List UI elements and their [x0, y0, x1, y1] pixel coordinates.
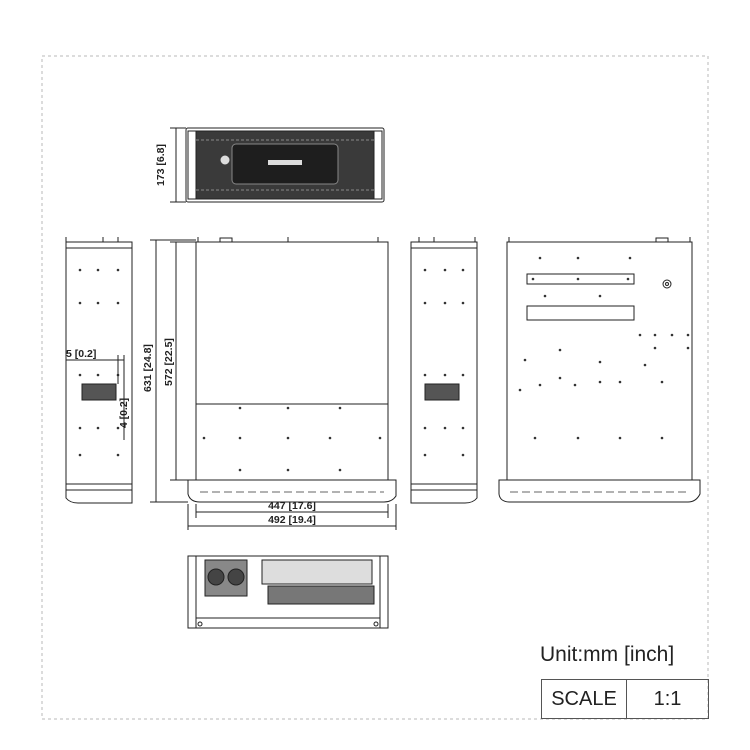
overall-depth-label: 631 [24.8] — [142, 344, 154, 392]
body-width-label: 447 [17.6] — [268, 500, 316, 512]
scale-box: SCALE 1:1 — [541, 679, 709, 719]
side-offset-label: 5 [0.2] — [66, 348, 96, 360]
rear-view — [187, 555, 389, 629]
unit-label: Unit:mm [inch] — [540, 643, 675, 666]
front-height-label: 173 [6.8] — [155, 144, 167, 186]
side-offset-dimension — [66, 355, 125, 440]
bottom-view — [498, 237, 701, 503]
front-view — [185, 127, 385, 203]
depth-dimensions — [150, 239, 196, 503]
bottom-view-points — [518, 256, 690, 440]
overall-width-label: 492 [19.4] — [268, 514, 316, 526]
left-side-view — [65, 237, 133, 504]
drawing-border — [41, 55, 709, 720]
top-view-points — [202, 406, 382, 472]
top-view — [187, 237, 397, 503]
left-view-points — [78, 268, 120, 457]
width-dimensions — [187, 504, 397, 530]
vent-offset-label: 4 [0.2] — [118, 398, 130, 428]
front-height-dimension — [170, 127, 186, 203]
right-side-view — [410, 237, 478, 504]
right-view-points — [423, 268, 465, 457]
scale-value: 1:1 — [653, 687, 682, 710]
body-depth-label: 572 [22.5] — [163, 338, 175, 386]
scale-label: SCALE — [542, 680, 627, 718]
